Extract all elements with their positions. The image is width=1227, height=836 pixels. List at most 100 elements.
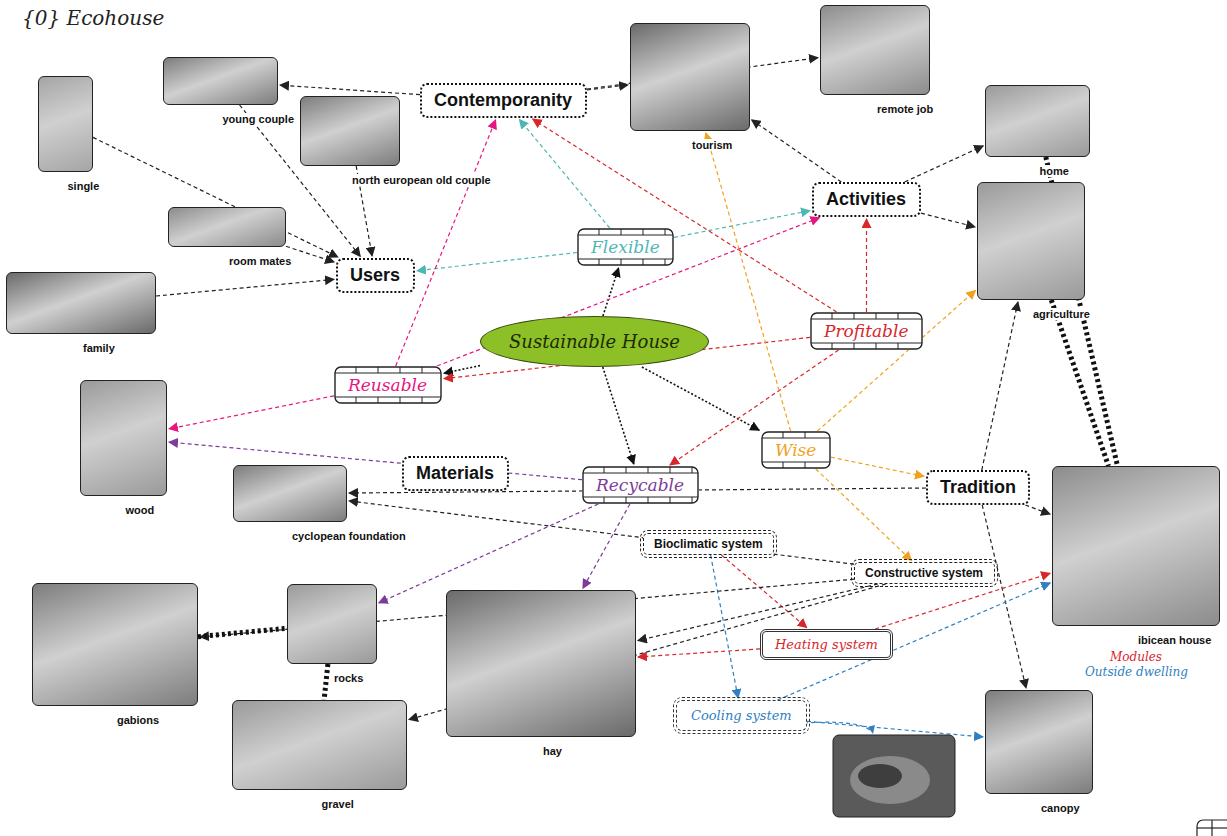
box-label: Profitable	[824, 321, 909, 341]
dashed-arrow	[169, 442, 582, 480]
photo-frame: wood	[80, 380, 167, 496]
photo-frame: home	[985, 85, 1090, 157]
concept-box: Tradition	[926, 470, 1030, 505]
dashed-arrow	[866, 219, 867, 312]
system-box: Heating system	[760, 629, 893, 660]
dashed-arrow	[905, 146, 984, 182]
dashed-arrow	[169, 396, 334, 429]
box-label: Materials	[416, 463, 494, 483]
dashed-arrow	[982, 505, 1026, 688]
photo-frame: north european old couple	[300, 96, 400, 166]
dashed-arrow	[444, 366, 480, 374]
box-label: Tradition	[940, 477, 1016, 497]
dashed-arrow	[519, 120, 609, 229]
photo-frame: rocks	[287, 584, 377, 664]
photo-caption: family	[81, 342, 117, 354]
dashed-arrow	[831, 457, 924, 476]
photo-caption: hay	[541, 745, 564, 757]
photo-frame: room mates	[168, 207, 286, 247]
photo-frame: ibicean house	[1052, 466, 1220, 626]
dashed-arrow	[982, 302, 1018, 470]
dashed-arrow	[706, 133, 791, 431]
dashed-arrow	[349, 501, 854, 564]
photo-caption: room mates	[227, 255, 293, 267]
photo-caption: tourism	[690, 139, 734, 151]
photo-caption: single	[66, 180, 102, 192]
concept-box: Users	[336, 258, 415, 293]
photo-frame: gravel	[232, 700, 407, 790]
note-label: Outside dwelling	[1083, 665, 1190, 679]
box-label: Activities	[826, 189, 906, 209]
photo-caption: young couple	[221, 113, 297, 125]
box-label: Sustainable House	[509, 331, 680, 352]
photo-caption: gabions	[115, 714, 161, 726]
photo-caption: canopy	[1039, 802, 1082, 814]
dashed-arrow	[603, 367, 634, 464]
photo-caption: rocks	[332, 672, 365, 684]
grid-fragment	[1197, 820, 1227, 836]
box-label: Reusable	[348, 375, 427, 395]
dashed-arrow	[286, 246, 334, 262]
value-box: Reusable	[334, 366, 442, 404]
value-box: Recycable	[582, 466, 699, 504]
pond-photo	[833, 735, 955, 817]
note-label: Modules	[1108, 650, 1164, 664]
concept-box: Materials	[402, 456, 509, 491]
photo-caption: ibicean house	[1136, 634, 1213, 646]
dotted-link	[1051, 300, 1108, 466]
dashed-arrow	[280, 85, 420, 95]
dashed-arrow	[642, 367, 759, 430]
dashed-arrow	[396, 120, 496, 366]
value-box: Wise	[761, 431, 831, 469]
value-box: Profitable	[810, 312, 923, 350]
box-label: Wise	[775, 440, 816, 460]
photo-caption: remote job	[875, 103, 935, 115]
photo-frame: gabions	[32, 583, 198, 706]
photo-caption: cyclopean foundation	[290, 530, 408, 542]
dashed-arrow	[583, 504, 630, 588]
photo-frame: tourism	[630, 23, 750, 131]
diagram-title: {0} Ecohouse	[22, 6, 164, 30]
photo-frame: remote job	[820, 5, 930, 95]
dashed-arrow	[674, 211, 810, 238]
photo-caption: gravel	[320, 798, 356, 810]
box-label: Recycable	[596, 475, 684, 495]
photo-frame: agriculture	[977, 182, 1085, 300]
photo-frame: single	[38, 76, 93, 172]
box-label: Contemporanity	[434, 90, 572, 110]
concept-box: Contemporanity	[420, 83, 587, 118]
photo-caption: home	[1038, 165, 1071, 177]
system-box: Cooling system	[676, 700, 807, 731]
box-label: Users	[350, 265, 400, 285]
dashed-arrow	[638, 649, 760, 657]
box-label: Cooling system	[691, 708, 792, 723]
dashed-arrow	[816, 469, 912, 561]
box-label: Heating system	[775, 637, 878, 652]
dashed-arrow	[711, 555, 739, 698]
box-label: Flexible	[591, 237, 660, 257]
system-box: Bioclimatic system	[643, 533, 774, 555]
leader-arrowhead	[868, 725, 875, 734]
photo-caption: north european old couple	[350, 174, 493, 186]
dashed-arrow	[752, 120, 842, 182]
dashed-arrow	[379, 504, 599, 603]
dashed-arrow	[533, 119, 837, 312]
photo-caption: agriculture	[1031, 308, 1092, 320]
box-label: Bioclimatic system	[654, 537, 763, 551]
dashed-arrow	[156, 279, 334, 296]
dotted-link	[198, 628, 287, 636]
box-label: Constructive system	[865, 566, 983, 580]
dashed-arrow	[603, 268, 619, 316]
concept-box: Activities	[812, 182, 921, 217]
dotted-link	[324, 664, 328, 700]
dashed-arrow	[437, 218, 820, 366]
photo-frame: cyclopean foundation	[233, 465, 347, 522]
dashed-arrow	[921, 213, 975, 227]
system-box: Constructive system	[854, 562, 995, 584]
photo-caption: wood	[124, 504, 157, 516]
photo-frame: family	[6, 272, 156, 334]
dashed-arrow	[587, 85, 628, 90]
dashed-arrow	[670, 350, 839, 465]
central-ellipse: Sustainable House	[480, 316, 709, 367]
